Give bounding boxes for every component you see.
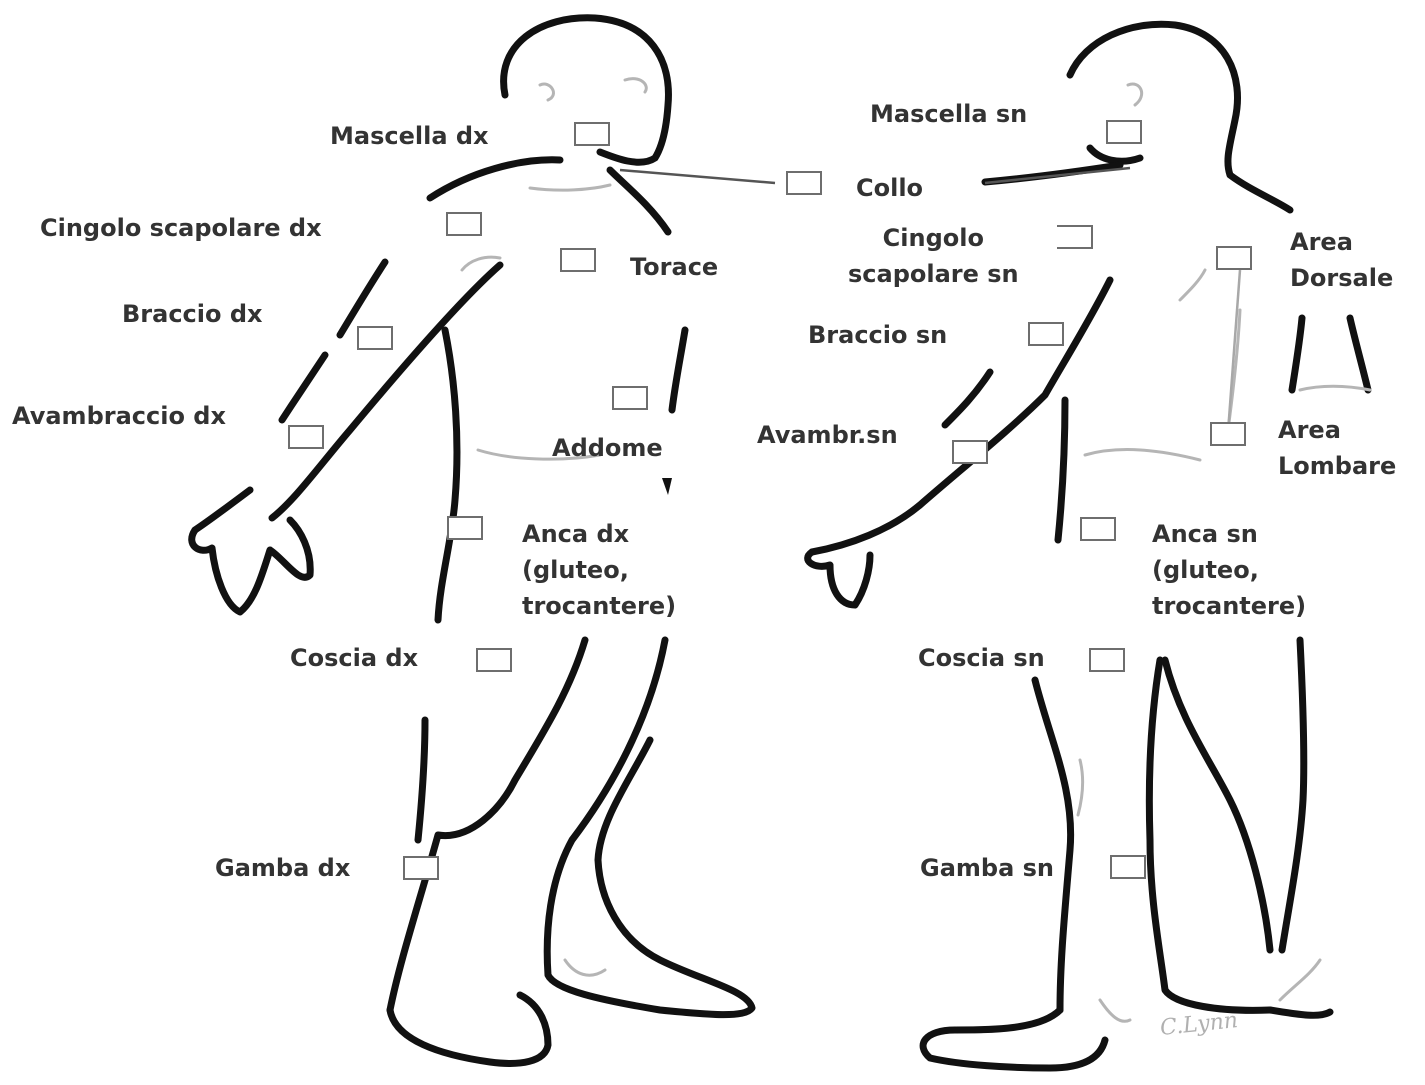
label-mascella-dx: Mascella dx xyxy=(330,118,489,154)
back-forearm-back xyxy=(945,372,990,425)
checkbox-cingolo-scapolare-sn[interactable] xyxy=(1057,225,1093,249)
back-spine-left xyxy=(1292,318,1302,390)
front-front-leg xyxy=(547,640,752,1015)
label-anca-sn: Anca sn (gluteo, trocantere) xyxy=(1152,516,1306,624)
checkbox-gamba-dx[interactable] xyxy=(403,856,439,880)
checkbox-braccio-dx[interactable] xyxy=(357,326,393,350)
checkbox-area-lombare[interactable] xyxy=(1210,422,1246,446)
front-upper-arm-outer xyxy=(340,262,385,335)
checkbox-torace[interactable] xyxy=(560,248,596,272)
label-coscia-dx: Coscia dx xyxy=(290,640,418,676)
checkbox-avambraccio-sn[interactable] xyxy=(952,440,988,464)
label-area-lombare: Area Lombare xyxy=(1278,412,1396,484)
front-torso-side xyxy=(438,330,457,620)
back-leg-left xyxy=(1035,680,1071,1010)
label-anca-dx: Anca dx (gluteo, trocantere) xyxy=(522,516,676,624)
collo-leader-left xyxy=(620,170,775,183)
front-hand xyxy=(192,520,310,612)
back-head-outline xyxy=(1070,24,1290,210)
label-braccio-dx: Braccio dx xyxy=(122,296,263,332)
checkbox-collo[interactable] xyxy=(786,171,822,195)
back-spine-right xyxy=(1350,318,1368,390)
back-leg-mid xyxy=(1165,660,1270,950)
checkbox-area-dorsale[interactable] xyxy=(1216,246,1252,270)
label-avambraccio-dx: Avambraccio dx xyxy=(12,398,226,434)
front-wrist xyxy=(195,490,250,530)
checkbox-addome[interactable] xyxy=(612,386,648,410)
label-braccio-sn: Braccio sn xyxy=(808,317,947,353)
label-coscia-sn: Coscia sn xyxy=(918,640,1045,676)
back-foot-right xyxy=(1270,1010,1330,1015)
collo-leader-right xyxy=(985,168,1130,183)
checkbox-coscia-sn[interactable] xyxy=(1089,648,1125,672)
addome-mark xyxy=(662,478,672,495)
back-neck xyxy=(985,165,1120,182)
checkbox-gamba-sn[interactable] xyxy=(1110,855,1146,879)
checkbox-avambraccio-dx[interactable] xyxy=(288,425,324,449)
checkbox-braccio-sn[interactable] xyxy=(1028,322,1064,346)
label-avambraccio-sn: Avambr.sn xyxy=(757,417,898,453)
back-hand xyxy=(808,552,870,605)
front-forearm-outer xyxy=(282,355,325,420)
label-gamba-sn: Gamba sn xyxy=(920,850,1054,886)
label-cingolo-scapolare-sn: Cingolo scapolare sn xyxy=(848,220,1019,292)
label-torace: Torace xyxy=(630,249,718,285)
front-thigh-left xyxy=(418,720,425,840)
back-torso-right xyxy=(1282,640,1304,950)
front-neck xyxy=(610,170,668,232)
label-mascella-sn: Mascella sn xyxy=(870,96,1027,132)
checkbox-coscia-dx[interactable] xyxy=(476,648,512,672)
back-leg-inner xyxy=(1149,660,1270,1010)
front-shoulder-left xyxy=(430,160,560,198)
label-addome: Addome xyxy=(552,430,663,466)
label-area-dorsale: Area Dorsale xyxy=(1290,224,1393,296)
back-torso-left xyxy=(1058,400,1065,540)
label-collo: Collo xyxy=(856,170,923,206)
checkbox-anca-dx[interactable] xyxy=(447,516,483,540)
back-foot-left xyxy=(923,1010,1105,1068)
front-chest-line xyxy=(672,330,685,410)
back-jaw xyxy=(1090,148,1140,161)
front-forearm-inner xyxy=(272,265,500,518)
label-gamba-dx: Gamba dx xyxy=(215,850,350,886)
checkbox-mascella-sn[interactable] xyxy=(1106,120,1142,144)
checkbox-anca-sn[interactable] xyxy=(1080,517,1116,541)
label-cingolo-scapolare-dx: Cingolo scapolare dx xyxy=(40,210,322,246)
front-back-foot xyxy=(390,995,548,1063)
checkbox-mascella-dx[interactable] xyxy=(574,122,610,146)
checkbox-cingolo-scapolare-dx[interactable] xyxy=(446,212,482,236)
